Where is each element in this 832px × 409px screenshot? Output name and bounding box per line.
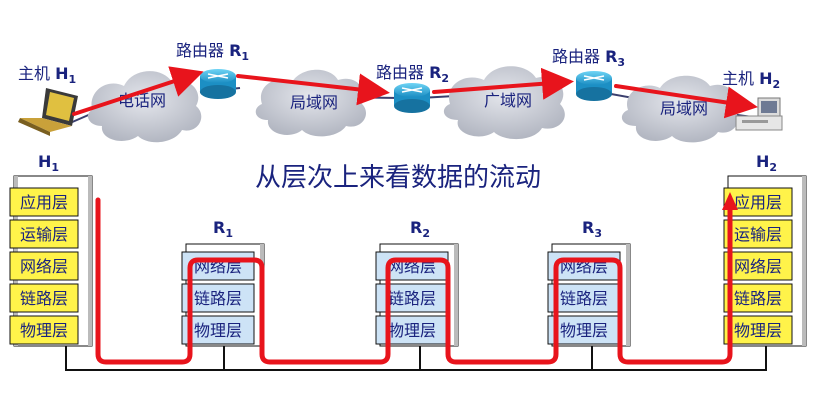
layer-link: 链路层 bbox=[181, 283, 255, 313]
layer-network: 网络层 bbox=[181, 251, 255, 281]
cloud-lan-2: 局域网 bbox=[621, 75, 739, 143]
svg-text:物理层: 物理层 bbox=[20, 321, 68, 340]
layer-transport: 运输层 bbox=[723, 219, 793, 249]
router-r3-icon bbox=[576, 71, 612, 101]
cloud-label-wan: 广域网 bbox=[484, 91, 532, 110]
stack-label-r2: R2 bbox=[410, 218, 430, 240]
svg-text:物理层: 物理层 bbox=[734, 321, 782, 340]
cloud-label-lan-2: 局域网 bbox=[660, 99, 708, 118]
physical-medium-lines bbox=[65, 346, 767, 371]
svg-text:运输层: 运输层 bbox=[734, 225, 782, 244]
svg-text:应用层: 应用层 bbox=[20, 193, 68, 212]
svg-text:物理层: 物理层 bbox=[194, 321, 242, 340]
cloud-telephone-network: 电话网 bbox=[87, 71, 202, 143]
layer-data-flow-path bbox=[95, 197, 733, 365]
svg-text:链路层: 链路层 bbox=[560, 289, 608, 308]
desktop-computer-icon bbox=[735, 97, 783, 131]
layer-link: 链路层 bbox=[723, 283, 793, 313]
laptop-icon bbox=[18, 88, 78, 136]
label-router-r1: 路由器 R1 bbox=[176, 41, 249, 63]
layer-network: 网络层 bbox=[547, 251, 621, 281]
label-host-h2: 主机 H2 bbox=[722, 69, 780, 91]
layer-physical: 物理层 bbox=[723, 315, 793, 345]
svg-text:链路层: 链路层 bbox=[20, 289, 68, 308]
stack-label-r3: R3 bbox=[582, 218, 602, 240]
layer-link: 链路层 bbox=[547, 283, 621, 313]
svg-text:链路层: 链路层 bbox=[734, 289, 782, 308]
stack-label-h2: H2 bbox=[756, 152, 777, 174]
svg-text:物理层: 物理层 bbox=[388, 321, 436, 340]
layer-physical: 物理层 bbox=[547, 315, 621, 345]
svg-text:网络层: 网络层 bbox=[734, 257, 782, 276]
svg-text:应用层: 应用层 bbox=[734, 193, 782, 212]
cloud-wan: 广域网 bbox=[443, 66, 565, 140]
label-router-r2: 路由器 R2 bbox=[376, 63, 449, 85]
layer-physical: 物理层 bbox=[9, 315, 79, 345]
layer-flow-arrowhead bbox=[722, 192, 738, 210]
svg-text:链路层: 链路层 bbox=[194, 289, 242, 308]
svg-text:链路层: 链路层 bbox=[388, 289, 436, 308]
layer-link: 链路层 bbox=[9, 283, 79, 313]
cloud-label-telephone: 电话网 bbox=[118, 91, 166, 110]
router-r1-icon bbox=[200, 69, 236, 99]
label-router-r3: 路由器 R3 bbox=[552, 47, 625, 69]
svg-text:物理层: 物理层 bbox=[560, 321, 608, 340]
layer-network: 网络层 bbox=[723, 251, 793, 281]
layer-physical: 物理层 bbox=[181, 315, 255, 345]
layer-network: 网络层 bbox=[9, 251, 79, 281]
layer-application: 应用层 bbox=[723, 187, 793, 217]
host-h1-stack: 应用层 运输层 网络层 链路层 物理层 bbox=[9, 175, 93, 347]
diagram-title: 从层次上来看数据的流动 bbox=[255, 163, 541, 193]
svg-text:运输层: 运输层 bbox=[20, 225, 68, 244]
stack-label-h1: H1 bbox=[38, 152, 59, 174]
host-h2-stack: 应用层 运输层 网络层 链路层 物理层 bbox=[723, 175, 807, 347]
cloud-label-lan-1: 局域网 bbox=[290, 93, 338, 112]
stack-label-r1: R1 bbox=[213, 218, 233, 240]
top-data-flow-arrows bbox=[72, 66, 758, 119]
svg-text:网络层: 网络层 bbox=[20, 257, 68, 276]
layer-application: 应用层 bbox=[9, 187, 79, 217]
label-host-h1: 主机 H1 bbox=[18, 64, 76, 86]
router-r2-icon bbox=[394, 83, 430, 113]
layer-transport: 运输层 bbox=[9, 219, 79, 249]
